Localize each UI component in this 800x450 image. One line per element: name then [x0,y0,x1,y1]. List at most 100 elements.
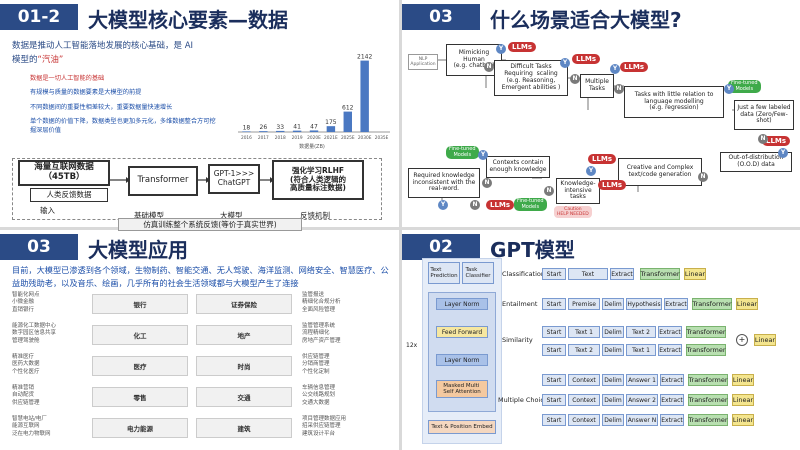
token-text1: Text 1 [568,326,600,338]
tick-label: 2018 [275,135,286,141]
section-number: 01-2 [0,4,78,30]
node-creative: Creative and Complex text/code generatio… [618,158,702,186]
section-title: 大模型应用 [88,238,188,262]
industry-left-list: 精准医疗 医药大数据 个性化医疗 [12,354,40,375]
no-marker: N [482,178,492,188]
nlp-app-node: NLP Application [408,54,438,70]
base-model-label: 基础模型 [134,211,164,220]
transformer-box: Transformer [128,166,198,196]
yes-marker: Y [438,200,448,210]
bar [259,131,268,132]
no-marker: N [484,62,494,72]
layer-norm-top: Layer Norm [436,298,488,310]
section-number: 02 [402,234,480,260]
industry-right-list: 监管报送 精细化合规分析 全面风险管理 [302,292,341,313]
gpt-box: GPT-1>>> ChatGPT [208,164,260,194]
node-inconsistent: Required knowledge inconsistent with the… [408,168,480,198]
feedback-label: 反馈机制 [300,211,330,220]
finetuned-badge: Fine-tuned Models [446,146,479,159]
finetuned-badge: Fine-tuned Models [514,198,547,211]
node-contexts: Contexts contain enough knowledge [486,156,550,178]
intro-text: 目前，大模型已渗透到各个领域，生物制药、智能交通、无人驾驶、海洋监测、网络安全、… [12,265,389,288]
big-model-label: 大模型 [220,211,243,220]
transformer-block: Transformer [688,394,728,406]
layer-norm-bottom: Layer Norm [436,354,488,366]
section-title: GPT模型 [490,238,575,262]
token-delim: Delim [602,344,624,356]
masked-attention: Masked Multi Self Attention [436,380,488,398]
llm-badge: LLMs [598,180,627,190]
transformer-block: Transformer [688,374,728,386]
tick-label: 2020E [307,135,321,141]
industry-right-list: 供应链管理 分销商管理 个性化定制 [302,354,330,375]
token-context: Context [568,414,600,426]
linear-block: Linear [736,298,758,310]
transformer-block: Transformer [640,268,680,280]
llm-badge: LLMs [588,154,617,164]
data-label: 2142 [357,54,372,61]
industry-left-list: 智能化网点 小微金融 直销银行 [12,292,40,313]
industry-right-list: 监管管理系统 流程精细化 房地产资产管理 [302,323,341,344]
linear-block: Linear [732,374,754,386]
no-marker: N [698,172,708,182]
token-hypothesis: Hypothesis [626,298,662,310]
industry-left-label: 零售 [92,387,188,407]
feed-forward: Feed Forward [436,326,488,338]
no-marker: N [614,84,624,94]
token-premise: Premise [568,298,600,310]
industry-right-label: 建筑 [196,418,292,438]
linear-block: Linear [684,268,706,280]
token-text: Text [568,268,608,280]
caution-badge: Caution HELP NEEDED [554,206,592,218]
finetuned-badge: Fine-tuned Models [728,80,761,93]
industry-left-label: 电力能源 [92,418,188,438]
transformer-block: Transformer [692,298,732,310]
industry-right-label: 交通 [196,387,292,407]
llm-badge: LLMs [572,54,601,64]
bar [309,130,319,132]
linear-block: Linear [732,394,754,406]
data-label: 175 [325,119,337,126]
industry-right-label: 证券保险 [196,294,292,314]
transformer-block: Transformer [686,326,726,338]
token-delim: Delim [602,374,624,386]
embed-box: Text & Position Embed [428,420,496,434]
human-data-box: 人类反馈数据 [30,188,108,202]
section-title: 大模型核心要素—数据 [88,8,288,32]
token-text2: Text 2 [568,344,600,356]
node-little-relation: Tasks with little relation to language m… [624,86,724,118]
panel-applications: 03 大模型应用 目前，大模型已渗透到各个领域，生物制药、智能交通、无人驾驶、海… [0,230,398,450]
transformer-block: Transformer [688,414,728,426]
yes-marker: Y [560,58,570,68]
token-start: Start [542,394,566,406]
yes-marker: Y [724,84,734,94]
panel-gpt: 02 GPT模型 Text Prediction Task Classifier… [402,230,800,450]
legend: 数据量(ZB) [299,143,325,150]
token-extract: Extract [658,326,682,338]
divider-horizontal [0,227,800,230]
token-text1: Text 1 [626,344,656,356]
bar [360,60,369,132]
loop-banner-visible: 仿真训练整个系统反馈(等价于真实世界) [118,218,302,231]
industry-right-list: 项目管理数据应用 招采供应链管理 建筑设计平台 [302,416,347,437]
no-marker: N [570,74,580,84]
token-start: Start [542,344,566,356]
no-marker: N [470,200,480,210]
token-delim: Delim [602,326,624,338]
data-label: 47 [310,123,318,130]
industry-left-label: 化工 [92,325,188,345]
industry-left-list: 智慧电站/电厂 能源互联网 泛在电力物联网 [12,416,51,437]
data-label: 612 [342,105,354,112]
token-extract: Extract [610,268,634,280]
token-delim: Delim [602,414,624,426]
repeat-label: 12x [406,342,418,349]
node-difficult: Difficult Tasks Requiring scaling (e.g. … [494,60,568,96]
llm-badge: LLMs [508,42,537,52]
task-similarity: Similarity [502,336,533,344]
data-label: 41 [293,124,301,131]
tick-label: 2030E [358,135,372,141]
industry-left-label: 医疗 [92,356,188,376]
yes-marker: Y [778,148,788,158]
token-context: Context [568,394,600,406]
